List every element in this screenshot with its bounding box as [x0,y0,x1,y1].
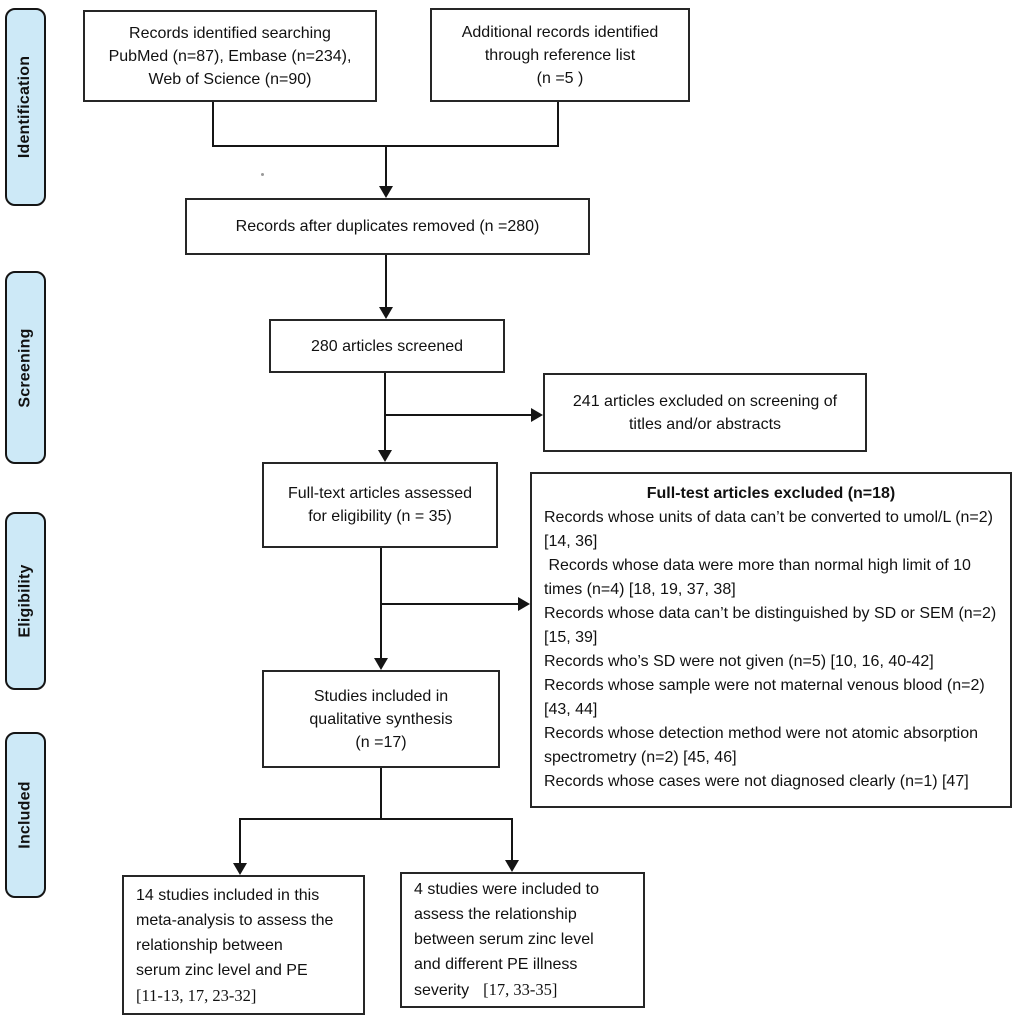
exclusion-reason: Records whose cases were not diagnosed c… [544,773,969,790]
stage-screening: Screening [5,271,46,464]
exclusion-reason: Records whose sample were not maternal v… [544,677,990,718]
stray-dot [261,173,264,176]
connector-line [385,255,387,308]
connector-line [380,768,382,820]
arrowhead-down-icon [379,307,393,319]
meta-analysis-line: 14 studies included in this [136,886,320,904]
meta-analysis-box: 14 studies included in this meta-analysi… [122,875,365,1015]
meta-analysis-line: relationship between [136,936,283,954]
severity-box: 4 studies were included to assess the re… [400,872,645,1008]
severity-citation: [17, 33-35] [483,980,558,999]
arrowhead-right-icon [531,408,543,422]
severity-word: severity [414,982,470,999]
fulltext-assessed-line: Full-text articles assessed [287,485,473,502]
arrowhead-down-icon [374,658,388,670]
fulltext-assessed-line: for eligibility (n = 35) [308,508,452,525]
qualitative-synthesis-line: qualitative synthesis [309,710,453,728]
records-identified-box: Records identified searching PubMed (n=8… [83,10,377,102]
fulltext-excluded-box: Full-test articles excluded (n=18) Recor… [530,472,1012,808]
additional-records-line: through reference list [484,46,636,64]
qualitative-synthesis-box: Studies included in qualitative synthesi… [262,670,500,768]
connector-line [557,102,559,147]
stage-identification: Identification [5,8,46,206]
severity-line: 4 studies were included to [414,881,599,898]
arrowhead-down-icon [378,450,392,462]
arrowhead-right-icon [518,597,530,611]
arrowhead-down-icon [233,863,247,875]
connector-line [239,818,241,864]
connector-line [384,414,531,416]
additional-records-line: Additional records identified [461,23,659,41]
qualitative-synthesis-line: (n =17) [355,733,407,751]
duplicates-removed-box: Records after duplicates removed (n =280… [185,198,590,255]
meta-analysis-line: meta-analysis to assess the [136,911,334,929]
additional-records-box: Additional records identified through re… [430,8,690,102]
records-identified-line: Web of Science (n=90) [148,70,312,88]
stage-eligibility: Eligibility [5,512,46,690]
excluded-titles-line: 241 articles excluded on screening of [572,392,838,410]
records-identified-line: Records identified searching [129,24,331,42]
severity-line: assess the relationship [414,906,577,923]
excluded-titles-line: titles and/or abstracts [628,415,782,433]
meta-analysis-line: serum zinc level and PE [136,961,308,979]
duplicates-removed-text: Records after duplicates removed (n =280… [235,218,540,235]
articles-screened-text: 280 articles screened [310,337,464,355]
additional-records-line: (n =5 ) [536,69,584,87]
meta-analysis-citation: [11-13, 17, 23-32] [136,985,257,1005]
connector-line [239,818,513,820]
records-identified-line: PubMed (n=87), Embase (n=234), [108,47,352,65]
qualitative-synthesis-line: Studies included in [313,687,449,705]
severity-line: and different PE illness [414,956,578,973]
connector-line [212,102,214,147]
exclusion-reason: Records who’s SD were not given (n=5) [1… [544,653,934,670]
exclusion-reason: Records whose data were more than normal… [544,557,976,598]
severity-line: between serum zinc level [414,931,594,948]
connector-line [381,603,518,605]
articles-screened-box: 280 articles screened [269,319,505,373]
connector-line [385,145,387,187]
connector-line [384,373,386,451]
exclusion-reason: Records whose detection method were not … [544,725,983,766]
stage-eligibility-label: Eligibility [16,564,34,638]
arrowhead-down-icon [505,860,519,872]
connector-line [511,818,513,861]
excluded-titles-box: 241 articles excluded on screening of ti… [543,373,867,452]
stage-included: Included [5,732,46,898]
stage-identification-label: Identification [16,55,34,159]
exclusion-reason: Records whose data can’t be distinguishe… [544,605,1001,646]
severity-last-line: severity [17, 33-35] [414,977,557,1003]
stage-included-label: Included [16,781,34,849]
fulltext-assessed-box: Full-text articles assessed for eligibil… [262,462,498,548]
arrowhead-down-icon [379,186,393,198]
exclusion-reason: Records whose units of data can’t be con… [544,509,998,550]
fulltext-excluded-title: Full-test articles excluded (n=18) [646,485,896,502]
stage-screening-label: Screening [16,327,34,408]
